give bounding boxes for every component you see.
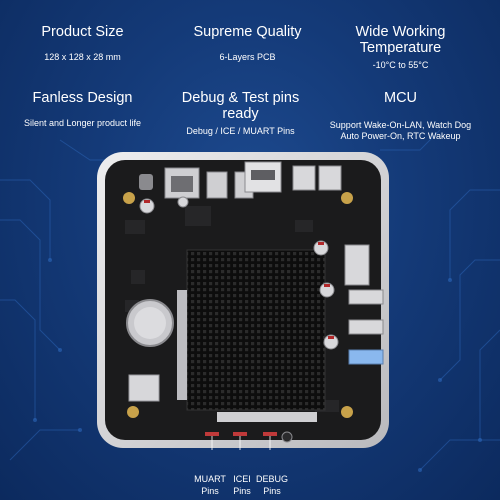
heatsink: [186, 249, 326, 411]
wifi-module: [128, 374, 160, 402]
feature-desc: 128 x 128 x 28 mm: [44, 52, 121, 62]
feature-desc-line1: Support Wake-On-LAN, Watch Dog: [329, 120, 472, 130]
feature-wide-temperature: Wide Working Temperature -10°C to 55°C: [318, 24, 483, 71]
usb-port: [344, 244, 370, 286]
feature-product-size: Product Size 128 x 128 x 28 mm: [0, 24, 165, 63]
usb-port: [348, 289, 384, 305]
usb-port: [348, 319, 384, 335]
feature-title-line2: Temperature: [359, 40, 442, 56]
usb-port: [206, 171, 228, 199]
bottom-connector: [217, 412, 317, 422]
feature-title: Fanless Design: [32, 90, 133, 106]
feature-title-line1: Debug & Test pins: [181, 90, 300, 106]
feature-desc: Silent and Longer product life: [23, 118, 142, 128]
feature-supreme-quality: Supreme Quality 6-Layers PCB: [165, 24, 330, 63]
feature-debug-test-pins: Debug & Test pins ready Debug / ICE / MU…: [158, 90, 323, 137]
feature-desc: 6-Layers PCB: [219, 52, 276, 62]
pin-label-line1: DEBUG: [255, 474, 288, 484]
pin-label-line2: Pins: [201, 486, 219, 496]
feature-mcu: MCU Support Wake-On-LAN, Watch Dog Auto …: [318, 90, 483, 142]
feature-fanless-design: Fanless Design Silent and Longer product…: [0, 90, 165, 129]
debug-pins-label: DEBUG Pins: [254, 473, 290, 497]
feature-desc-line2: Auto Power-On, RTC Wakeup: [340, 131, 461, 141]
mounting-holes: [123, 192, 353, 418]
usb-port: [318, 165, 342, 191]
pin-label-line1: ICEI: [233, 474, 251, 484]
usb-port: [348, 349, 384, 365]
feature-desc: -10°C to 55°C: [372, 60, 429, 70]
feature-desc: Debug / ICE / MUART Pins: [186, 126, 295, 136]
capacitors: [139, 196, 339, 350]
muart-pins-label: MUART Pins: [190, 473, 230, 497]
pin-callout-lines: [211, 436, 271, 450]
pin-label-line2: Pins: [233, 486, 251, 496]
power-button: [281, 431, 293, 443]
pin-label-line1: MUART: [194, 474, 226, 484]
debug-pin-headers: [205, 432, 277, 436]
feature-title-line1: Wide Working: [355, 24, 446, 40]
feature-title: MCU: [383, 90, 418, 106]
icei-pins-label: ICEI Pins: [230, 473, 254, 497]
usb-port: [292, 165, 316, 191]
feature-title-line2: ready: [222, 106, 259, 122]
mini-pc-board-image: [97, 152, 389, 450]
right-ports: [344, 244, 384, 365]
pin-label-line2: Pins: [263, 486, 281, 496]
audio-jack: [139, 174, 153, 190]
feature-title: Supreme Quality: [193, 24, 302, 40]
top-ports: [139, 161, 342, 199]
m2-slot: [177, 290, 187, 400]
feature-title: Product Size: [41, 24, 124, 40]
